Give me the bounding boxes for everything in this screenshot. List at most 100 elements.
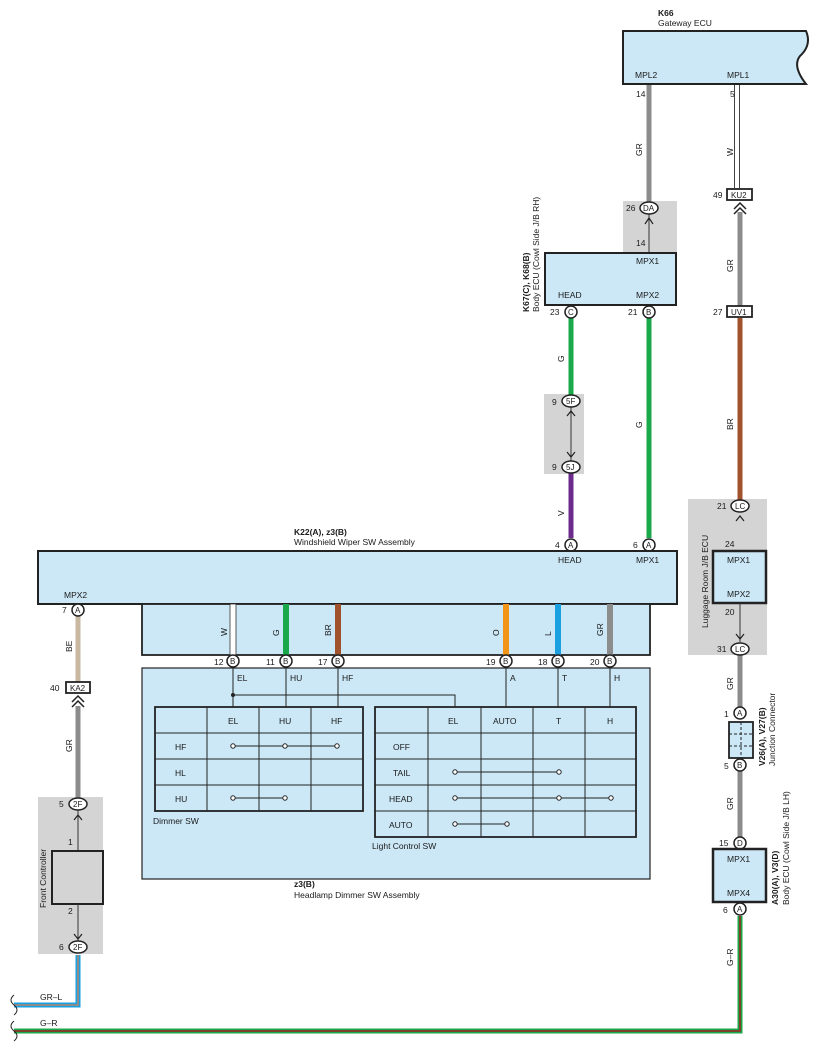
connector-5j (561, 460, 581, 474)
pin-b-circle (642, 305, 656, 319)
luggage-pin-24: 24 (725, 539, 735, 549)
luggage-lc-bottom: LC (735, 645, 745, 654)
label-gr-3: GR (64, 739, 74, 752)
body-ecu-rh-code: K67(C), K68(B) (521, 252, 531, 312)
2f-label-top: 2F (73, 800, 82, 809)
body-ecu-rh-conn-b: B (646, 308, 651, 317)
wiper-pin-4: 4 (555, 540, 560, 550)
label-gr-l: GR–L (40, 992, 62, 1002)
wiper-sw-code: K22(A), z3(B) (294, 527, 347, 537)
body-ecu-rh-box (544, 252, 677, 306)
front-controller-box (51, 850, 104, 905)
wiper-sw-box (37, 550, 678, 605)
label-g-1: G (556, 355, 566, 362)
ka2-label: KA2 (70, 684, 86, 693)
connector-lc-top (730, 499, 750, 513)
front-controller-pin-2: 2 (68, 906, 73, 916)
light-row-off: OFF (393, 742, 410, 752)
continuity-dot (452, 769, 458, 775)
junction-pin-5: 5 (724, 761, 729, 771)
arrow-down-icon (735, 633, 745, 640)
junction-dot (231, 693, 235, 697)
wiper-sw-name: Windshield Wiper SW Assembly (294, 537, 416, 547)
arrow-up-icon (566, 410, 576, 417)
arrow-down-icon (566, 451, 576, 458)
front-controller-pin-1: 1 (68, 837, 73, 847)
connector-2f-bottom (68, 940, 88, 954)
continuity-dot (556, 769, 562, 775)
dimmer-sw-table: EL HU HF HF HL HU (154, 706, 364, 812)
da-label: DA (643, 204, 655, 213)
dimmer-row-hu: HU (175, 794, 187, 804)
luggage-pin-20: 20 (725, 607, 735, 617)
wiper-conn-a-mpx2: A (75, 606, 81, 615)
wire-el-link (233, 694, 456, 707)
b-pin-11: 11 (266, 657, 275, 667)
pin-c-circle (564, 305, 578, 319)
body-ecu-rh-mpx2: MPX2 (636, 290, 659, 300)
body-ecu-lh-mpx1: MPX1 (727, 854, 750, 864)
b-conn-1: B (230, 657, 235, 666)
body-ecu-lh-conn-a: A (737, 905, 743, 914)
label-g-r-vert: G–R (725, 949, 735, 966)
wire-w-inner-top (229, 603, 237, 656)
light-col-t: T (556, 716, 561, 726)
continuity-dot (334, 743, 340, 749)
luggage-ecu-box (711, 549, 768, 605)
wire-gr-l-stripe (14, 955, 79, 1006)
light-control-table: EL AUTO T H OFF TAIL HEAD AUTO (374, 706, 637, 838)
continuity-dot (230, 743, 236, 749)
body-ecu-rh-conn-c: C (568, 308, 574, 317)
luggage-ecu-name: Luggage Room J/B ECU (700, 535, 710, 628)
label-w: W (725, 148, 735, 156)
body-ecu-lh-code: A30(A), V3(D) (770, 851, 780, 905)
luggage-lc-top: LC (735, 502, 745, 511)
ka2-pin-no: 40 (50, 683, 60, 693)
headlamp-sw-name: Headlamp Dimmer SW Assembly (294, 890, 420, 900)
wire-l-inner-top (555, 604, 561, 655)
wiper-mpx2: MPX2 (64, 590, 87, 600)
body-ecu-lh-pin-6: 6 (723, 905, 728, 915)
b-pin-19: 19 (486, 657, 496, 667)
gateway-ecu-box (622, 30, 809, 85)
gateway-code: K66 (658, 8, 674, 18)
arrow-up-icon (735, 515, 745, 522)
connector-5f-5j-shade (544, 394, 584, 474)
label-inner-br: BR (323, 624, 333, 636)
da-pin-no: 26 (626, 203, 636, 213)
junction-code: V26(A), V27(B) (757, 707, 767, 766)
light-row-tail: TAIL (393, 768, 411, 778)
dimmer-col-el: EL (228, 716, 239, 726)
b-pin-20: 20 (590, 657, 600, 667)
arrow-up-icon (644, 216, 654, 225)
label-be: BE (64, 640, 74, 652)
term-h: H (614, 673, 620, 683)
label-g-r: G–R (40, 1018, 57, 1028)
ku2-label: KU2 (731, 191, 747, 200)
wiper-conn-a-mpx1: A (646, 541, 652, 550)
term-t: T (562, 673, 567, 683)
pin-a-circle (71, 603, 85, 617)
label-inner-gr: GR (595, 623, 605, 636)
continuity-dot (504, 821, 510, 827)
pin-a-circle (733, 902, 747, 916)
connector-da (639, 201, 659, 215)
term-a: A (510, 673, 516, 683)
label-gr-5: GR (725, 797, 735, 810)
body-ecu-lh-pin-15: 15 (719, 838, 729, 848)
b-conn-5: B (555, 657, 560, 666)
luggage-mpx1: MPX1 (727, 555, 750, 565)
label-gr-2: GR (725, 259, 735, 272)
2f-label-bottom: 2F (73, 943, 82, 952)
continuity-dot (282, 743, 288, 749)
headlamp-sw-code: z3(B) (294, 879, 315, 889)
pin-b-circle (733, 758, 747, 772)
continuity-dot (608, 795, 614, 801)
body-ecu-lh-mpx4: MPX4 (727, 888, 750, 898)
gateway-pin-5: 5 (730, 89, 735, 99)
wiper-harness-frame (141, 603, 651, 656)
junction-conn-b: B (737, 761, 742, 770)
body-ecu-lh-conn-d: D (737, 839, 743, 848)
wire-break-icon (10, 994, 18, 1016)
b-pin-12: 12 (214, 657, 224, 667)
